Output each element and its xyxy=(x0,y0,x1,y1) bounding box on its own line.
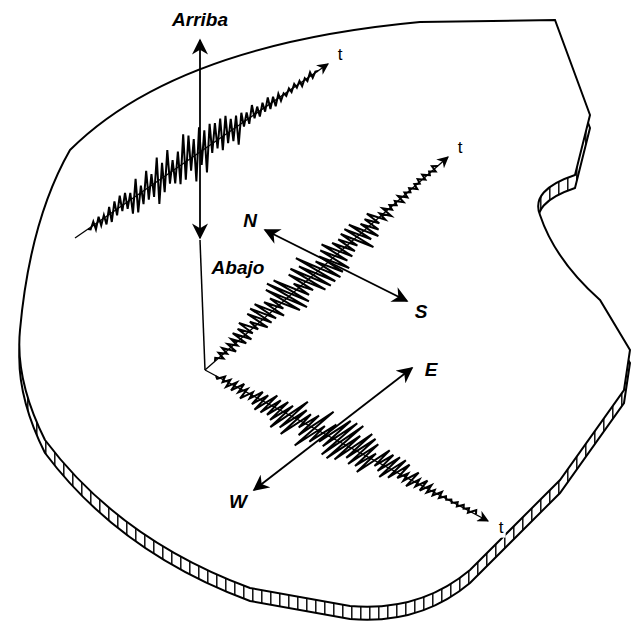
time-axis-label: t xyxy=(497,519,506,538)
direction-label: Abajo xyxy=(210,258,267,279)
direction-label: Arriba xyxy=(170,10,230,31)
seismogram-trace xyxy=(216,376,476,514)
north-south-arrow xyxy=(265,230,407,301)
time-axis xyxy=(205,157,448,370)
slab-surface xyxy=(19,20,630,607)
time-axis-label: t xyxy=(336,46,345,65)
direction-label: N xyxy=(241,211,259,232)
time-axis-label: t xyxy=(456,139,465,158)
seismogram-trace xyxy=(88,71,318,229)
seismogram-traces xyxy=(88,71,476,514)
direction-label: E xyxy=(423,360,440,381)
time-axis xyxy=(75,64,328,238)
vertical-axis xyxy=(200,240,205,370)
time-axis xyxy=(205,370,488,521)
direction-label: W xyxy=(227,492,249,513)
direction-label: S xyxy=(413,302,430,323)
